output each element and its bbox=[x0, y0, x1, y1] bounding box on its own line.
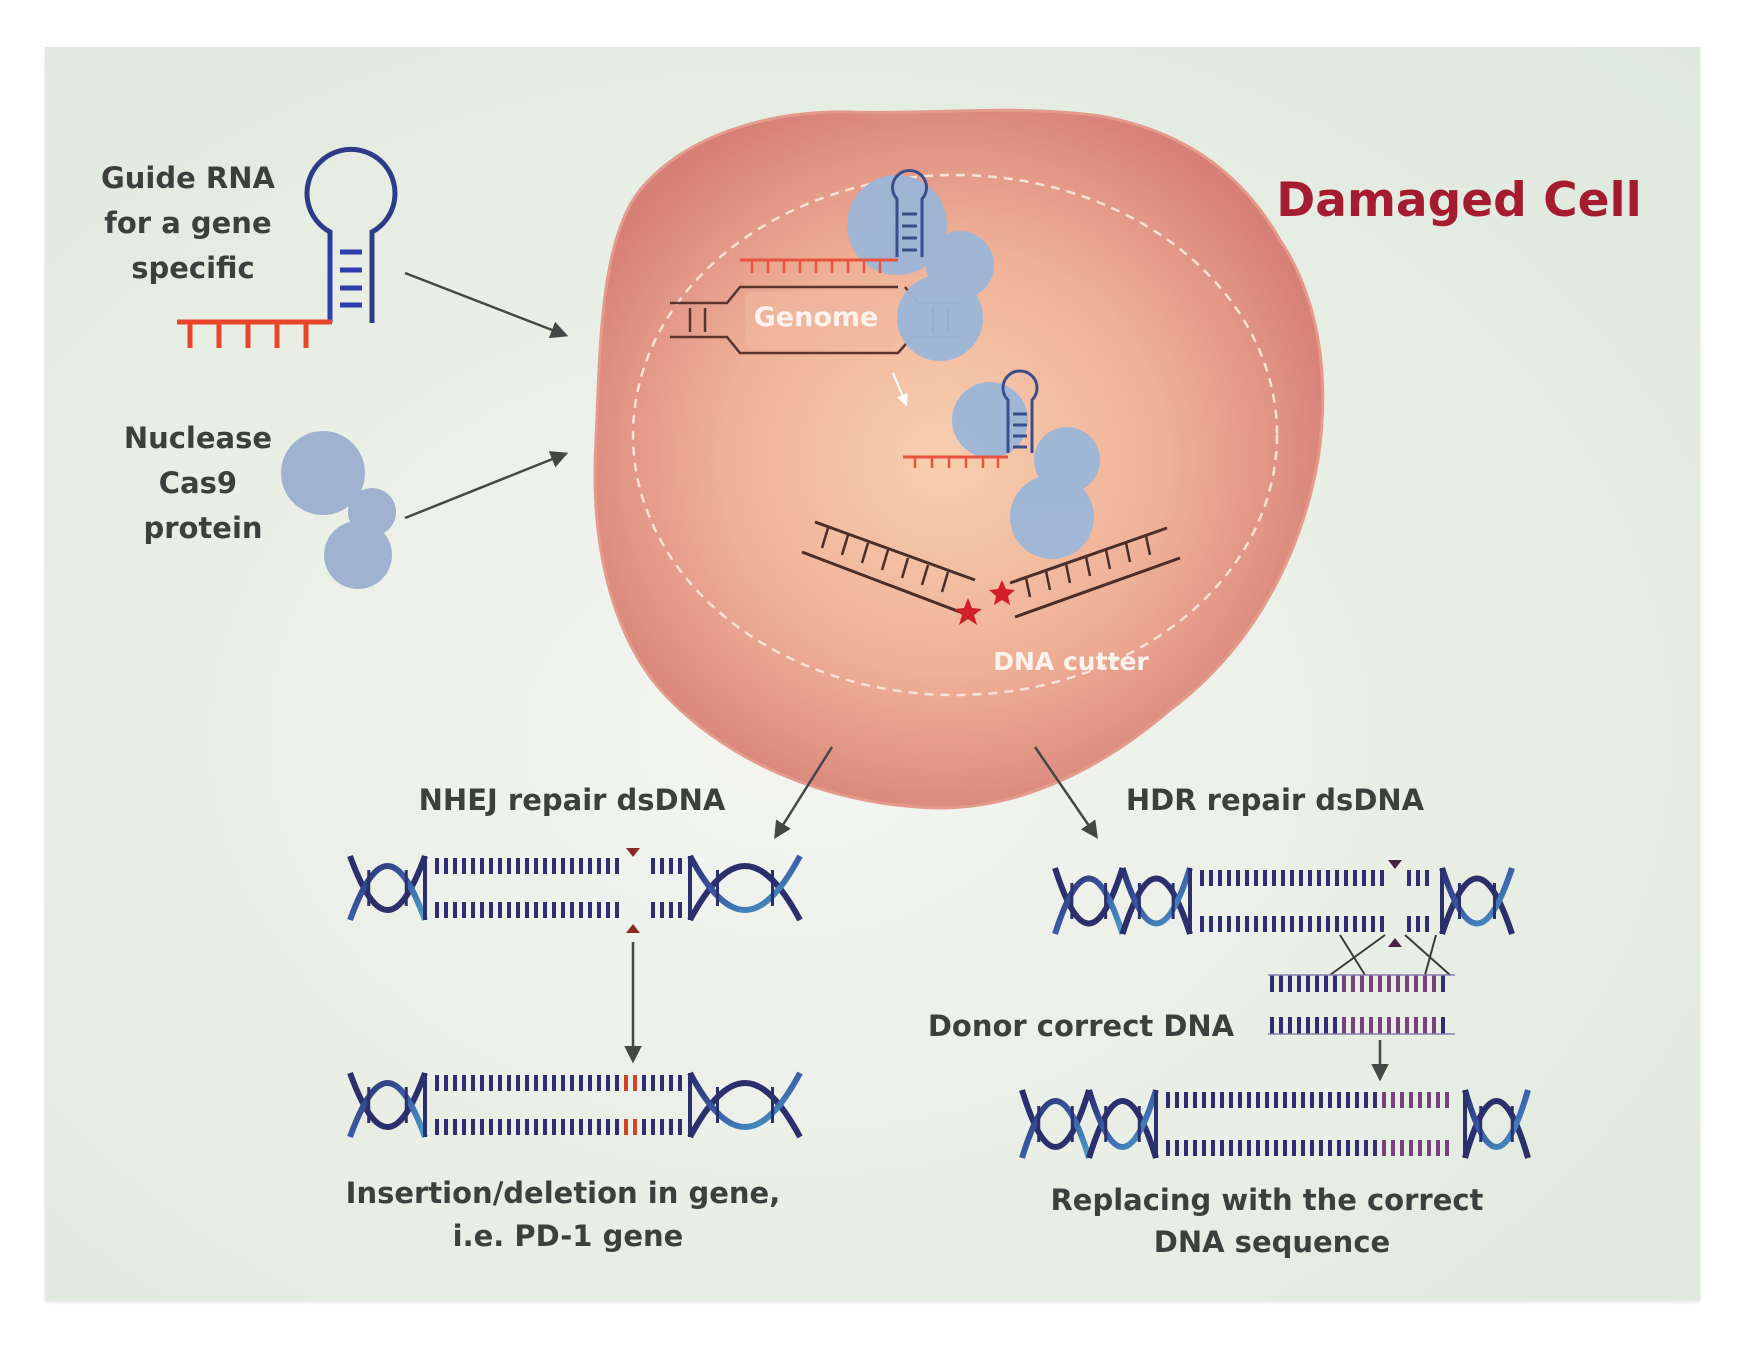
arrow-to-hdr bbox=[1033, 746, 1098, 839]
helix-strand bbox=[687, 854, 803, 913]
helix-strand bbox=[1086, 1089, 1159, 1150]
guide-rna-label: Guide RNA for a gene specific bbox=[101, 161, 285, 285]
helix-strand bbox=[1086, 1098, 1159, 1159]
helix-strand bbox=[1019, 1098, 1092, 1159]
helix-strand bbox=[687, 863, 803, 922]
helix-strand bbox=[1462, 1098, 1531, 1159]
cas9-label: Nuclease Cas9 protein bbox=[124, 421, 282, 545]
donor-label: Donor correct DNA bbox=[928, 1009, 1235, 1043]
dna-cutter-label: DNA cutter bbox=[993, 647, 1149, 676]
hdr-result-label: Replacing with the correct DNA sequence bbox=[1050, 1183, 1493, 1259]
arrow-to-nhej bbox=[774, 746, 834, 839]
nhej-result-label: Insertion/deletion in gene, i.e. PD-1 ge… bbox=[346, 1176, 791, 1253]
helix-strand bbox=[347, 863, 428, 922]
helix-strand bbox=[1019, 1089, 1092, 1150]
nhej-heading: NHEJ repair dsDNA bbox=[419, 783, 726, 817]
hdr-cut-marker-bottom-icon bbox=[1388, 938, 1402, 947]
arrow-cas9-to-cell bbox=[404, 451, 569, 520]
hdr-repaired-dna bbox=[1019, 1089, 1531, 1159]
arrow-guide-to-cell bbox=[404, 271, 569, 339]
helix-strand bbox=[347, 1071, 428, 1130]
genome-highlight bbox=[745, 292, 895, 348]
donor-dna bbox=[1268, 974, 1455, 1035]
cut-site-star-icons bbox=[954, 580, 1015, 625]
recombination-lines bbox=[1329, 934, 1451, 976]
helix-strand bbox=[1462, 1089, 1531, 1150]
cut-dna bbox=[801, 520, 1181, 619]
cas9-complex-1 bbox=[740, 169, 994, 361]
helix-strand bbox=[1119, 867, 1193, 927]
nhej-repaired-dna bbox=[347, 1071, 803, 1139]
cut-marker-bottom-icon bbox=[626, 924, 640, 933]
genome-label: Genome bbox=[754, 302, 879, 333]
helix-strand bbox=[1439, 867, 1515, 927]
damaged-cell-shape bbox=[593, 108, 1325, 810]
white-arrow-icon bbox=[892, 372, 908, 407]
nhej-broken-dna bbox=[347, 854, 803, 922]
helix-strand bbox=[1439, 875, 1515, 935]
cas9-complex-2 bbox=[903, 369, 1100, 559]
cut-marker-top-icon bbox=[626, 848, 640, 857]
helix-strand bbox=[1119, 875, 1193, 935]
guide-rna-icon bbox=[177, 146, 398, 348]
hdr-heading: HDR repair dsDNA bbox=[1126, 783, 1425, 817]
cas9-protein-icon bbox=[281, 431, 396, 589]
helix-strand bbox=[687, 1080, 803, 1139]
helix-strand bbox=[687, 1071, 803, 1130]
hdr-cut-marker-top-icon bbox=[1388, 860, 1402, 869]
helix-strand bbox=[1052, 867, 1126, 927]
helix-strand bbox=[1052, 875, 1126, 935]
nucleus-outline bbox=[631, 173, 1279, 697]
helix-strand bbox=[347, 854, 428, 913]
helix-strand bbox=[347, 1080, 428, 1139]
title: Damaged Cell bbox=[1276, 173, 1642, 228]
hdr-broken-dna bbox=[1052, 867, 1515, 935]
